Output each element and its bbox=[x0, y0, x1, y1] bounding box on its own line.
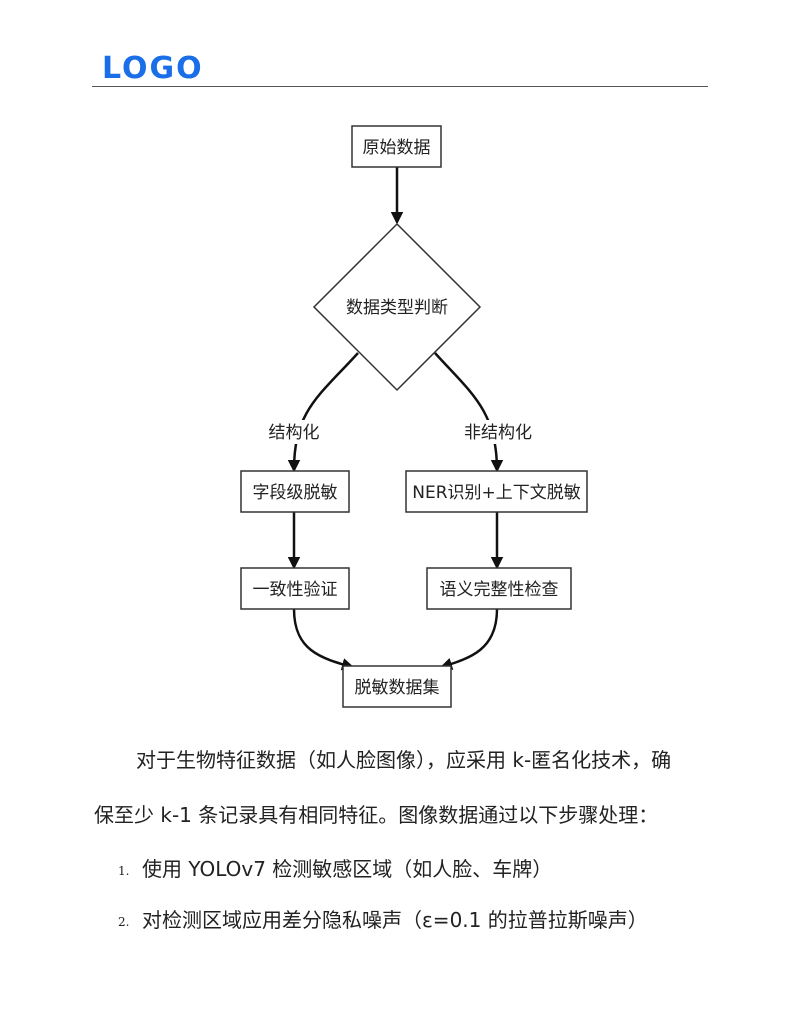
edge-decision-to-ner-mask bbox=[434, 352, 504, 473]
node-raw-data-label: 原始数据 bbox=[363, 138, 431, 158]
edge-semantic-to-masked bbox=[439, 608, 499, 670]
node-raw-data: 原始数据 bbox=[351, 125, 442, 168]
node-semantic-check: 语义完整性检查 bbox=[426, 567, 572, 610]
node-ner-mask-label: NER识别+上下文脱敏 bbox=[412, 483, 581, 503]
edge-consistency-to-masked bbox=[292, 608, 355, 671]
list-item: 2. 对检测区域应用差分隐私噪声（ε=0.1 的拉普拉斯噪声） bbox=[118, 904, 648, 933]
node-field-mask-label: 字段级脱敏 bbox=[253, 483, 338, 503]
list-item-number: 1. bbox=[118, 863, 130, 878]
node-type-decision-label: 数据类型判断 bbox=[346, 298, 448, 318]
logo: LOGO bbox=[102, 51, 204, 86]
node-field-mask: 字段级脱敏 bbox=[240, 470, 350, 513]
edge-label-structured: 结构化 bbox=[269, 423, 320, 443]
node-type-decision: 数据类型判断 bbox=[312, 222, 482, 392]
paragraph-line-2: 保至少 k-1 条记录具有相同特征。图像数据通过以下步骤处理： bbox=[94, 803, 659, 827]
node-consistency-check-label: 一致性验证 bbox=[253, 580, 338, 600]
list-item-text: 对检测区域应用差分隐私噪声（ε=0.1 的拉普拉斯噪声） bbox=[142, 908, 648, 932]
paragraph-line-1: 对于生物特征数据（如人脸图像），应采用 k-匿名化技术，确 bbox=[136, 748, 672, 772]
edge-decision-to-field-mask bbox=[287, 352, 359, 473]
node-ner-mask: NER识别+上下文脱敏 bbox=[405, 470, 588, 513]
list-item-number: 2. bbox=[118, 914, 130, 929]
node-semantic-check-label: 语义完整性检查 bbox=[440, 580, 559, 600]
node-consistency-check: 一致性验证 bbox=[240, 567, 350, 610]
edge-label-unstructured: 非结构化 bbox=[464, 423, 532, 443]
node-masked-data: 脱敏数据集 bbox=[342, 665, 452, 708]
node-masked-data-label: 脱敏数据集 bbox=[355, 678, 440, 698]
flowchart: 结构化 非结构化 原始数据 数据类型判断 字段级脱敏 NER识别+上下文脱敏 一… bbox=[240, 125, 588, 708]
list-item-text: 使用 YOLOv7 检测敏感区域（如人脸、车牌） bbox=[142, 857, 553, 881]
list-item: 1. 使用 YOLOv7 检测敏感区域（如人脸、车牌） bbox=[118, 853, 552, 882]
header-divider bbox=[92, 86, 708, 87]
